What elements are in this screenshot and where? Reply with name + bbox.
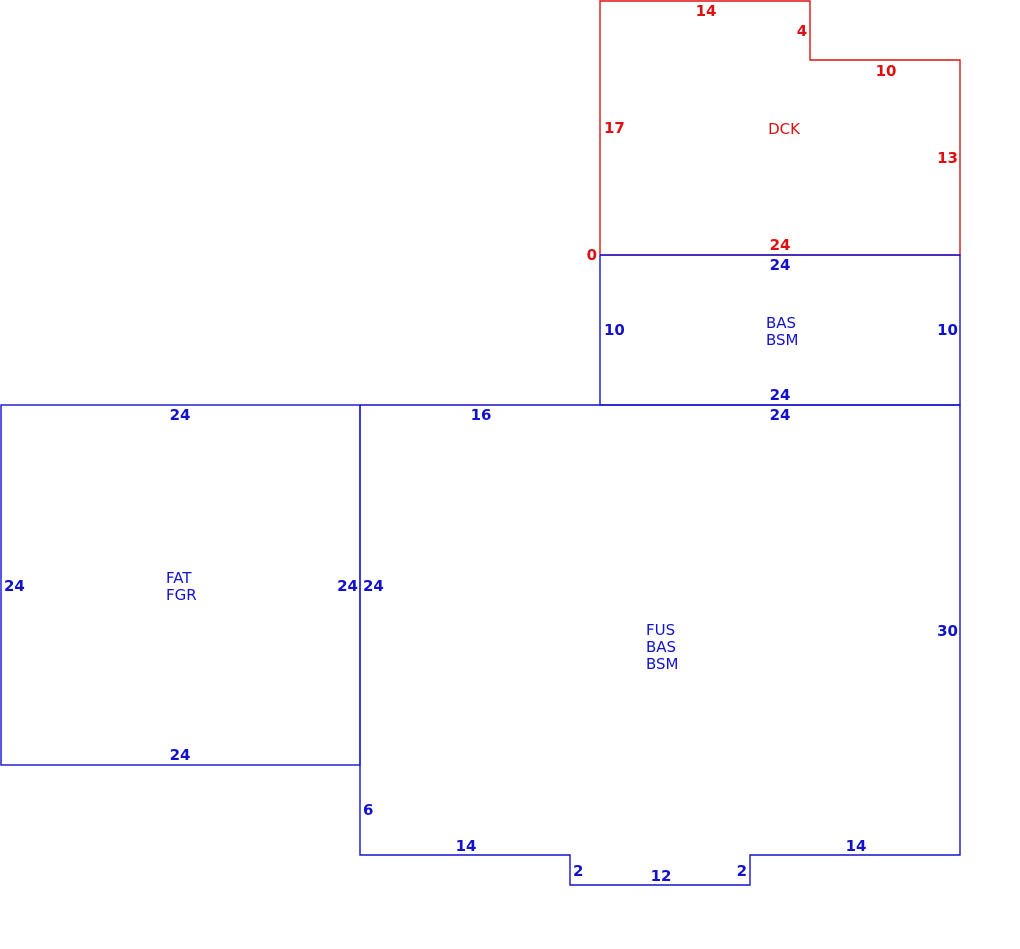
main-dim-bottom-left: 14 — [456, 837, 477, 855]
main-dim-top-left: 16 — [471, 406, 492, 424]
deck-dim-step: 10 — [876, 62, 897, 80]
main-dim-left-lower: 6 — [363, 801, 373, 819]
main-code-1: FUS — [646, 621, 675, 639]
upper-code-2: BSM — [766, 331, 799, 349]
main-dim-bump-left: 2 — [573, 862, 583, 880]
main-dim-bump-right: 2 — [737, 862, 747, 880]
deck-dim-zero: 0 — [587, 246, 597, 264]
garage-dim-right: 24 — [337, 577, 358, 595]
main-dim-bottom-right: 14 — [846, 837, 867, 855]
upper-code-1: BAS — [766, 314, 796, 332]
upper-dim-bottom: 24 — [770, 386, 791, 404]
upper-dim-left: 10 — [604, 321, 625, 339]
garage-code-1: FAT — [166, 569, 192, 587]
upper-dim-top: 24 — [770, 256, 791, 274]
deck-dim-notch: 4 — [797, 22, 807, 40]
deck-code: DCK — [768, 120, 801, 138]
main-dim-top-right: 24 — [770, 406, 791, 424]
deck-dim-left: 17 — [604, 119, 625, 137]
garage-dim-left: 24 — [4, 577, 25, 595]
deck-dim-right: 13 — [937, 149, 958, 167]
main-dim-left: 24 — [363, 577, 384, 595]
main-code-3: BSM — [646, 655, 679, 673]
main-code-2: BAS — [646, 638, 676, 656]
main-area-outline — [359, 404, 961, 886]
deck-dim-bottom: 24 — [770, 236, 791, 254]
garage-code-2: FGR — [166, 586, 197, 604]
main-dim-right: 30 — [937, 622, 958, 640]
garage-dim-bottom: 24 — [170, 746, 191, 764]
main-dim-bump-bottom: 12 — [651, 867, 672, 885]
upper-dim-right: 10 — [937, 321, 958, 339]
garage-dim-top: 24 — [170, 406, 191, 424]
deck-dim-top: 14 — [696, 2, 717, 20]
